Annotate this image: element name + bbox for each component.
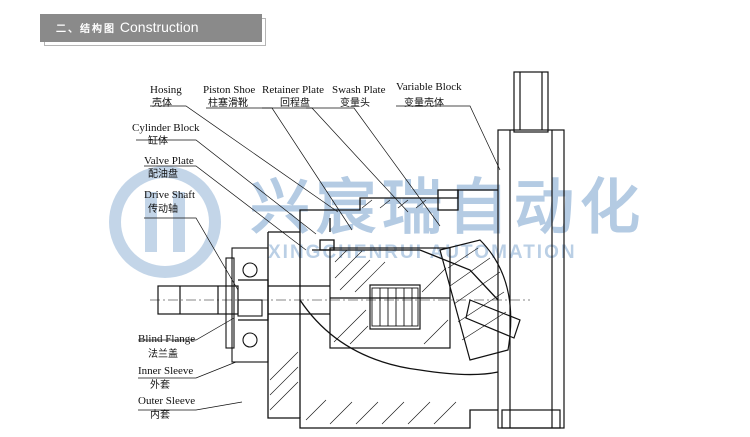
header-box: 二、结构图 Construction	[40, 14, 262, 42]
label-hosing-en: Hosing	[150, 84, 182, 96]
housing-outline	[267, 189, 499, 429]
section-header: 二、结构图 Construction	[40, 14, 266, 46]
cylinder-block	[329, 247, 451, 349]
label-cylinder-block-zh: 缸体	[148, 134, 168, 147]
label-outer-sleeve-en: Outer Sleeve	[138, 395, 195, 407]
label-retainer-plate-zh: 回程盘	[280, 96, 310, 109]
header-title-en: Construction	[119, 19, 199, 35]
label-valve-plate-zh: 配油盘	[148, 167, 178, 180]
label-swash-plate-en: Swash Plate	[332, 84, 386, 96]
watermark-text-en: XINGCHENRUI AUTOMATION	[268, 242, 577, 263]
housing-hatch	[269, 199, 457, 425]
watermark-logo	[109, 166, 221, 278]
label-blind-flange-en: Blind Flange	[138, 333, 195, 345]
label-hosing-zh: 壳体	[152, 96, 172, 109]
label-inner-sleeve-en: Inner Sleeve	[138, 365, 193, 377]
swash-hatch	[447, 247, 507, 341]
label-piston-shoe-en: Piston Shoe	[203, 84, 255, 96]
label-blind-flange-zh: 法兰盖	[148, 347, 178, 360]
label-drive-shaft-zh: 传动轴	[148, 202, 178, 215]
cylinder-hatch	[333, 249, 449, 345]
bearing-flange	[225, 247, 269, 363]
watermark-text-zh: 兴宸瑞自动化	[250, 173, 646, 243]
label-inner-sleeve-zh: 外套	[150, 378, 170, 391]
label-valve-plate-en: Valve Plate	[144, 155, 194, 167]
label-variable-block-zh: 变量壳体	[404, 96, 444, 109]
header-title-zh: 二、结构图	[56, 24, 116, 35]
variable-block-body	[497, 71, 565, 429]
label-retainer-plate-en: Retainer Plate	[262, 84, 324, 96]
label-variable-block-en: Variable Block	[396, 81, 462, 93]
piston-spring	[371, 287, 419, 327]
label-piston-shoe-zh: 柱塞滑靴	[208, 96, 248, 109]
leader-lines	[136, 105, 501, 411]
header-title: 二、结构图 Construction	[56, 19, 198, 35]
label-cylinder-block-en: Cylinder Block	[132, 122, 200, 134]
label-swash-plate-zh: 变量头	[340, 96, 370, 109]
swash-plate	[439, 239, 521, 361]
label-outer-sleeve-zh: 内套	[150, 408, 170, 421]
label-drive-shaft-en: Drive Shaft	[144, 189, 195, 201]
